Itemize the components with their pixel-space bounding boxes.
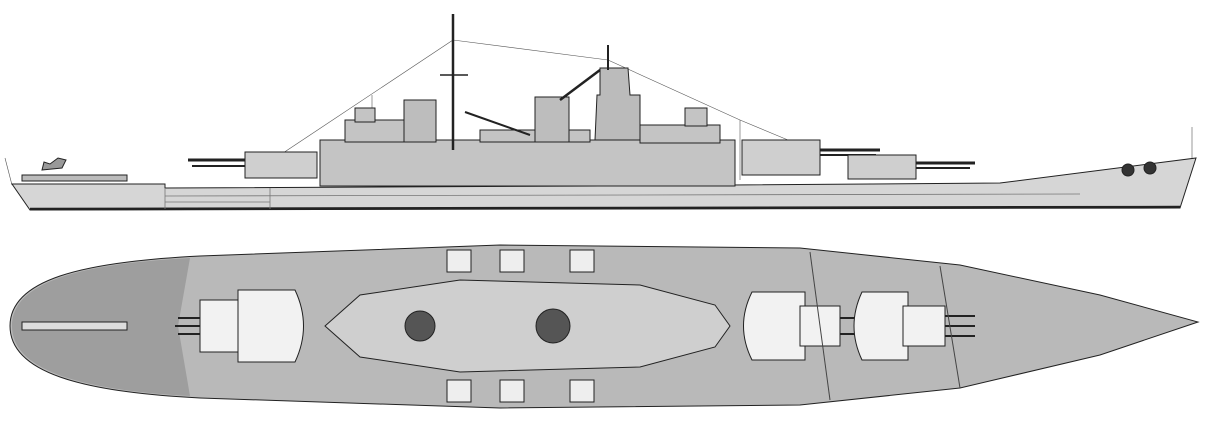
forward-turret-a-side xyxy=(847,154,975,180)
aft-funnel-top xyxy=(404,310,436,342)
superstructure xyxy=(319,107,736,187)
catapult xyxy=(21,174,128,182)
aircraft-icon xyxy=(41,157,67,171)
forward-turret-b-top xyxy=(743,291,860,361)
stern-catapult xyxy=(21,321,128,331)
crane xyxy=(559,69,601,101)
top-view xyxy=(9,244,1200,409)
fore-funnel xyxy=(534,96,570,143)
waterline xyxy=(29,205,1181,211)
superstructure-top xyxy=(324,279,731,373)
forward-turret-a-top xyxy=(853,291,975,361)
anchor-icon xyxy=(1121,163,1135,177)
aft-turret-top xyxy=(175,289,304,363)
aft-funnel xyxy=(403,99,437,143)
side-profile xyxy=(4,14,1197,211)
forward-tower xyxy=(594,67,641,141)
aft-turret-side xyxy=(188,151,318,179)
forward-turret-b-side xyxy=(741,139,880,176)
secondary-turrets xyxy=(446,249,595,403)
anchor-icon xyxy=(1143,161,1157,175)
fore-funnel-top xyxy=(535,308,571,344)
